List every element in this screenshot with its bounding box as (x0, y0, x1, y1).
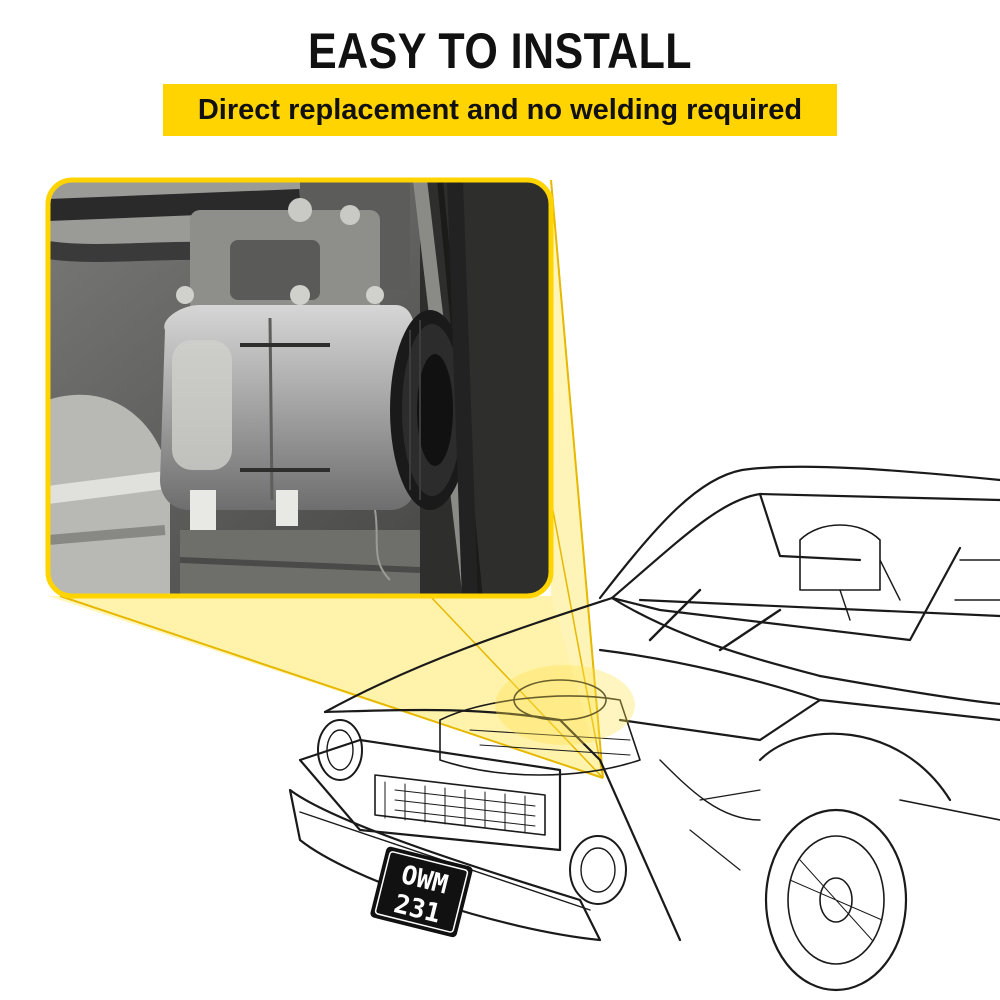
subtitle-text: Direct replacement and no welding requir… (197, 93, 803, 126)
subtitle-banner: Direct replacement and no welding requir… (163, 84, 837, 136)
callout-funnel (48, 179, 604, 779)
car-line-drawing (288, 465, 1000, 992)
page-title: EASY TO INSTALL (308, 23, 692, 79)
engine-highlight (495, 665, 635, 745)
license-plate: OWM 231 (370, 846, 473, 938)
inset-photo (45, 177, 554, 599)
